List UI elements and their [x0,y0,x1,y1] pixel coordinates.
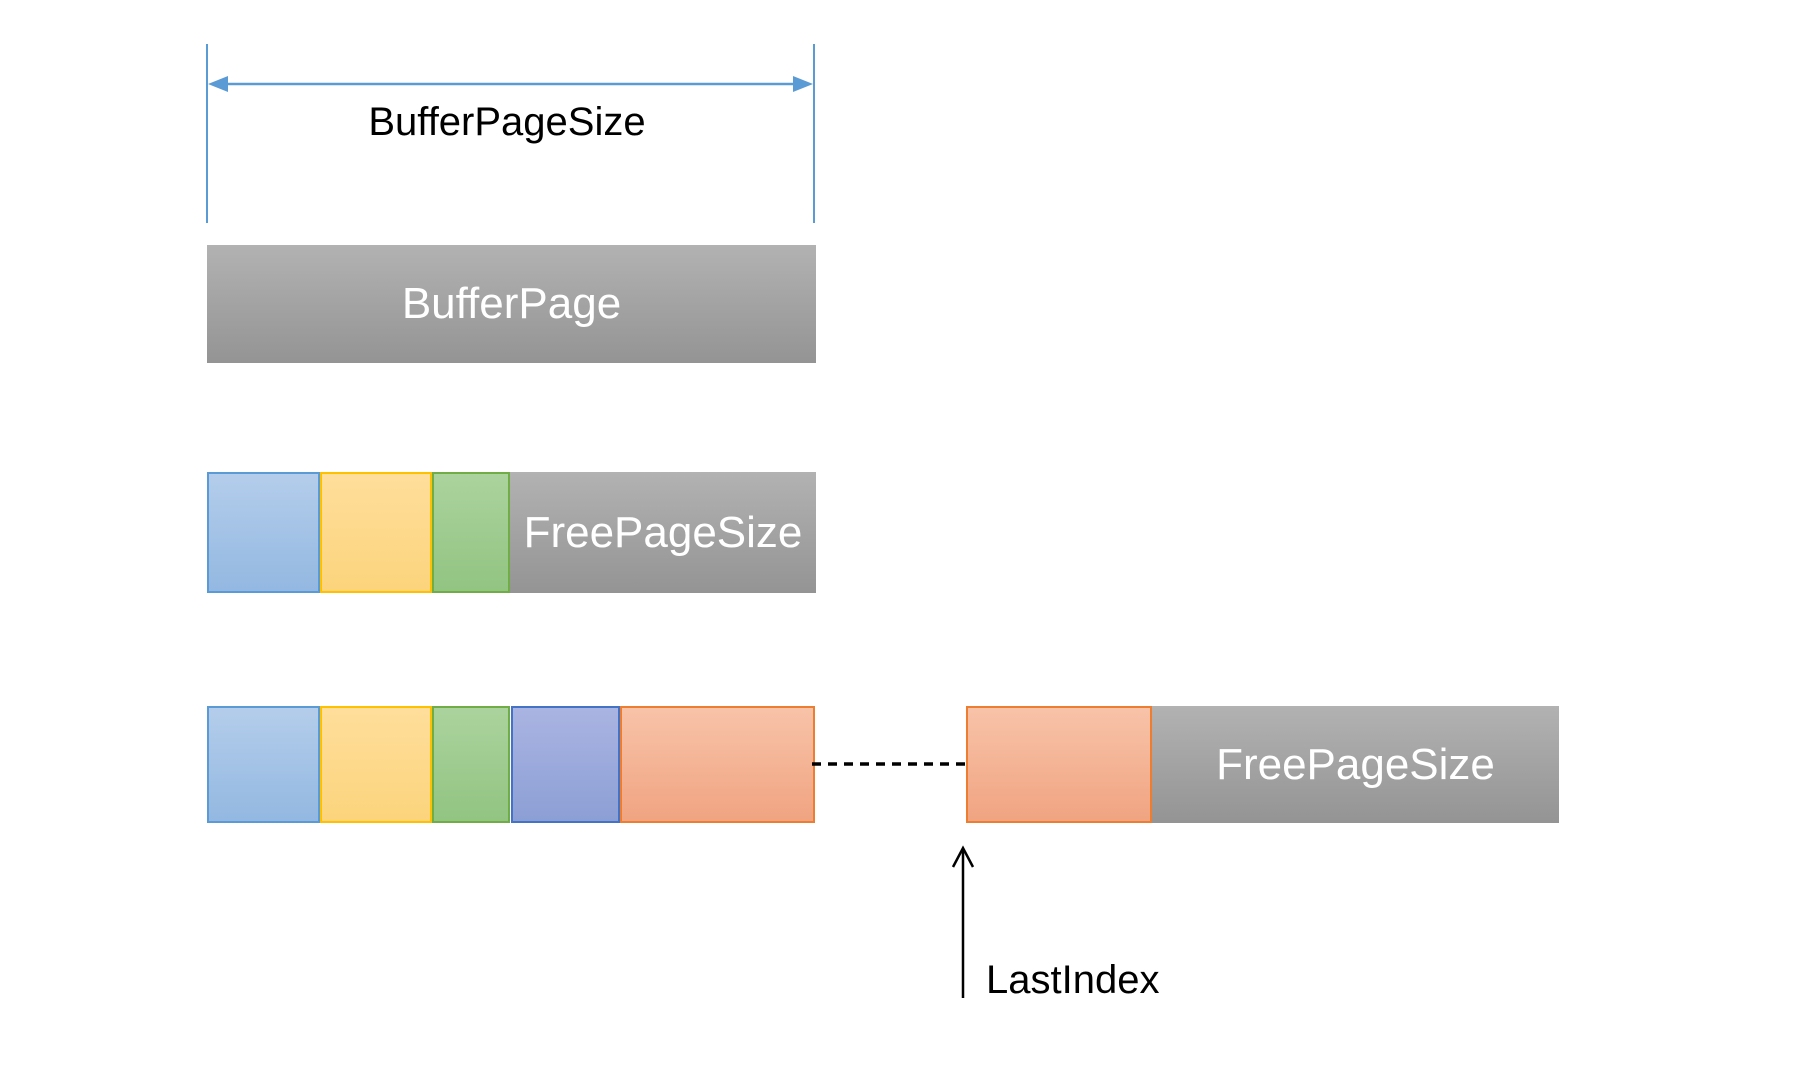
last-index-arrowhead-icon [951,845,975,868]
full-row-page-block-yellow [320,706,432,823]
full-row-page-block-green [432,706,510,823]
last-index-label: LastIndex [986,958,1160,1002]
full-row-page-block-orange [620,706,815,823]
free-page-size-label-1: FreePageSize [523,507,803,557]
last-index-arrow [951,845,975,998]
buffer-page-size-label: BufferPageSize [368,100,646,144]
detached-page-block-orange [966,706,1152,823]
buffer-page-bar-label: BufferPage [401,279,622,328]
full-row-page-block-purple [511,706,620,823]
full-row-page-block-blue [207,706,320,823]
free-page-size-label-2: FreePageSize [1216,739,1495,789]
allocated-page-block-yellow [320,472,432,593]
free-page-size-bar-2: FreePageSize [1152,706,1559,823]
allocated-page-block-blue [207,472,320,593]
buffer-page-bar: BufferPage [207,245,816,363]
buffer-page-size-measure-arrow [206,44,815,223]
measure-arrowhead-right-icon [793,76,813,92]
measure-arrowhead-left-icon [208,76,228,92]
allocated-page-block-green [432,472,510,593]
free-page-size-bar-1: FreePageSize [510,472,816,593]
dashed-connector-line [812,762,973,766]
